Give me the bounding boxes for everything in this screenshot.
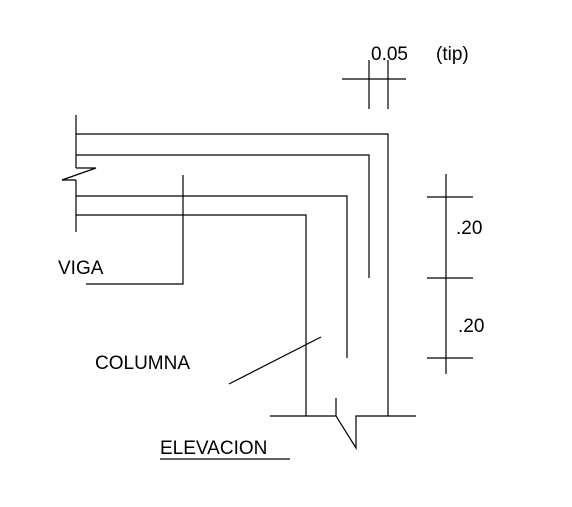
bottom-break-line — [270, 398, 416, 451]
inner-face-line — [76, 214, 307, 416]
dimension-upper-label: .20 — [456, 218, 482, 239]
column-leader-line — [228, 336, 322, 385]
dimension-top-label: 0.05 — [371, 44, 408, 65]
view-title: ELEVACION — [160, 438, 267, 459]
top-rebar-line — [76, 154, 370, 278]
outer-face-line — [76, 133, 389, 416]
beam-leader-line — [86, 175, 184, 285]
dimension-lower-label: .20 — [458, 316, 484, 337]
column-label: COLUMNA — [95, 353, 190, 374]
right-dimension — [427, 174, 473, 374]
dimension-top-note: (tip) — [436, 44, 469, 65]
top-dimension — [342, 60, 406, 109]
beam-label: VIGA — [58, 258, 104, 279]
left-break-line — [61, 115, 97, 232]
bottom-rebar-line — [76, 195, 348, 358]
